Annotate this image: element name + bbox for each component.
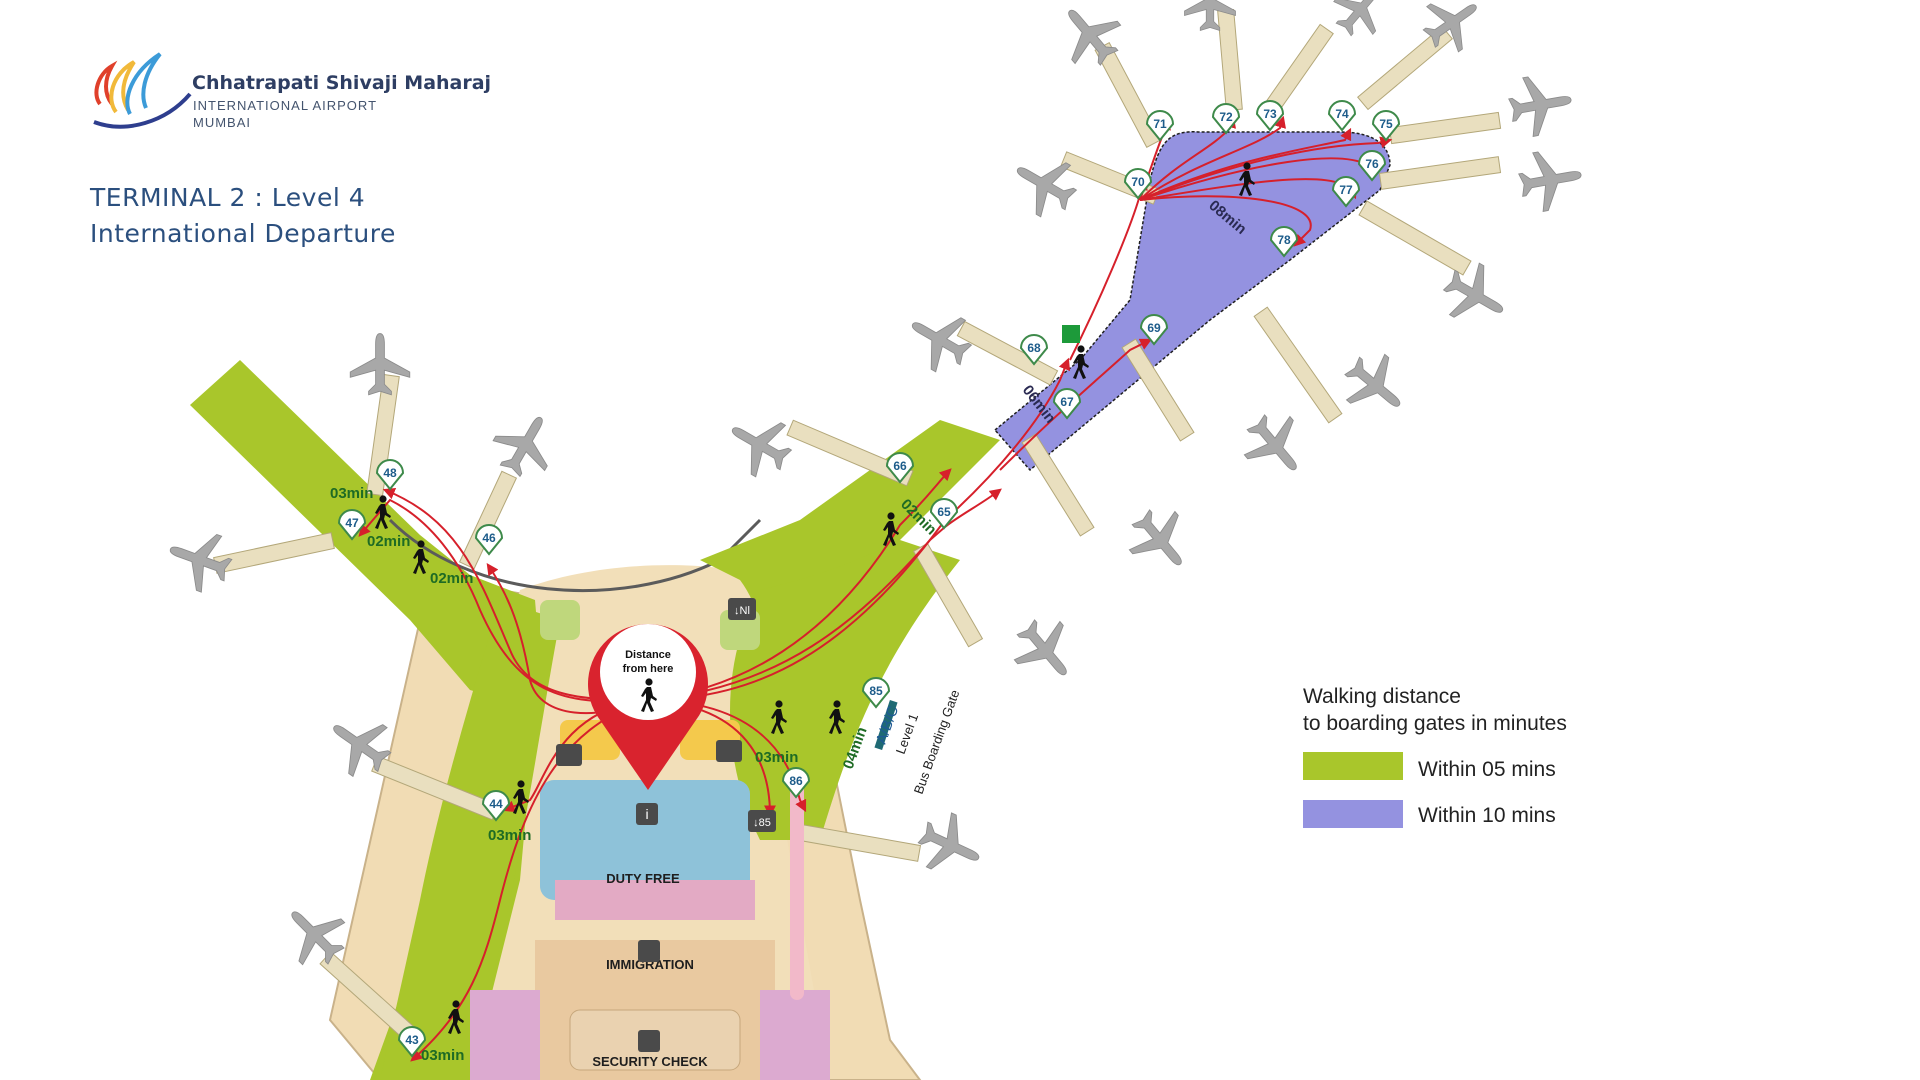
gate-75-label: 75 — [1379, 117, 1393, 131]
gate-85-label: 85 — [869, 684, 883, 698]
airport-name: Chhatrapati Shivaji Maharaj — [192, 72, 492, 94]
gate-86: 86 — [781, 767, 811, 799]
pier-east-purple — [993, 131, 1391, 472]
gate-68-label: 68 — [1027, 341, 1041, 355]
info-icon — [636, 803, 658, 825]
gate-48-label: 48 — [383, 466, 397, 480]
duty-free-label: DUTY FREE — [606, 871, 680, 886]
pier-curve-edge — [388, 518, 762, 593]
gate-71-label: 71 — [1153, 117, 1167, 131]
gate-72-label: 72 — [1219, 110, 1233, 124]
pin-line2: from here — [623, 663, 674, 675]
legend-title-line1: Walking distance — [1303, 685, 1461, 708]
page-subtitle: International Departure — [90, 219, 396, 248]
gate-77-label: 77 — [1339, 183, 1353, 197]
restroom-icon — [556, 744, 582, 766]
legend-label-10min: Within 10 mins — [1418, 804, 1556, 827]
gate-78-label: 78 — [1277, 233, 1291, 247]
bus-gate-label: Bus Boarding Gate — [911, 688, 963, 796]
lift-icon-nl-label: ↓Nl — [734, 605, 750, 617]
time-label-47: 02min — [367, 533, 410, 550]
gate-69: 69 — [1139, 314, 1169, 346]
area-labels: DUTY FREE IMMIGRATION SECURITY CHECK — [592, 871, 708, 1069]
gate-78: 78 — [1269, 226, 1299, 258]
airport-line2: INTERNATIONAL AIRPORT — [193, 98, 378, 113]
gate-74: 74 — [1327, 100, 1357, 132]
gate-73-label: 73 — [1263, 107, 1277, 121]
medical-icon — [1062, 325, 1080, 343]
gate-67: 67 — [1052, 388, 1082, 420]
pin-line1: Distance — [625, 649, 671, 661]
bus-boarding-gate: A/B/C Level 1 Bus Boarding Gate — [873, 688, 963, 796]
gate-86-label: 86 — [789, 774, 803, 788]
gate-70: 70 — [1123, 168, 1153, 200]
gate-74-label: 74 — [1335, 107, 1349, 121]
gate-68: 68 — [1019, 334, 1049, 366]
gate-67-label: 67 — [1060, 395, 1074, 409]
gate-85: 85 — [861, 677, 891, 709]
legend-swatch-10min — [1303, 800, 1403, 828]
gate-65: 65 — [929, 498, 959, 530]
gate-markers: 43 44 46 47 48 65 66 67 68 69 70 71 72 7… — [337, 100, 1401, 1058]
time-label-46: 02min — [430, 570, 473, 587]
distance-from-here-pin: Distance from here — [588, 624, 709, 790]
gate-65-label: 65 — [937, 505, 951, 519]
time-label-86: 03min — [755, 749, 798, 766]
gate-77: 77 — [1331, 176, 1361, 208]
svg-text:i: i — [645, 806, 648, 822]
lift-icon-85 — [748, 810, 776, 832]
gate-72: 72 — [1211, 103, 1241, 135]
legend-swatch-5min — [1303, 752, 1403, 780]
jet-bridges — [213, 8, 1502, 1045]
interior-zones — [470, 600, 830, 1080]
page-title: TERMINAL 2 : Level 4 — [90, 183, 366, 212]
time-label-43: 03min — [421, 1047, 464, 1064]
gate-75: 75 — [1371, 110, 1401, 142]
gate-46: 46 — [474, 524, 504, 556]
gate-76: 76 — [1357, 150, 1387, 182]
gate-44-label: 44 — [489, 797, 503, 811]
lift-icon-nl — [728, 598, 756, 620]
immigration-label: IMMIGRATION — [606, 957, 694, 972]
gate-73: 73 — [1255, 100, 1285, 132]
gate-47: 47 — [337, 509, 367, 541]
immigration-icon — [638, 940, 660, 962]
gate-46-label: 46 — [482, 531, 496, 545]
gate-76-label: 76 — [1365, 157, 1379, 171]
airport-line3: MUMBAI — [193, 115, 251, 130]
security-icon — [638, 1030, 660, 1052]
gate-47-label: 47 — [345, 516, 359, 530]
gate-66: 66 — [885, 452, 915, 484]
gate-69-label: 69 — [1147, 321, 1161, 335]
gate-48: 48 — [375, 459, 405, 491]
gate-66-label: 66 — [893, 459, 907, 473]
restroom-icon-2 — [716, 740, 742, 762]
gate-44: 44 — [481, 790, 511, 822]
time-label-44: 03min — [488, 827, 531, 844]
legend-label-5min: Within 05 mins — [1418, 758, 1556, 781]
gate-71: 71 — [1145, 110, 1175, 142]
pier-west-lower — [380, 600, 560, 1080]
legend-title-line2: to boarding gates in minutes — [1303, 712, 1567, 735]
time-label-48: 03min — [330, 485, 373, 502]
gate-43-label: 43 — [405, 1033, 419, 1047]
airport-logo — [93, 52, 192, 129]
lift-icon-85-label: ↓85 — [753, 817, 771, 829]
security-check-label: SECURITY CHECK — [592, 1054, 708, 1069]
gate-43: 43 — [397, 1026, 427, 1058]
facility-icons: i ↓Nl ↓85 — [556, 325, 1080, 1052]
gate-70-label: 70 — [1131, 175, 1145, 189]
